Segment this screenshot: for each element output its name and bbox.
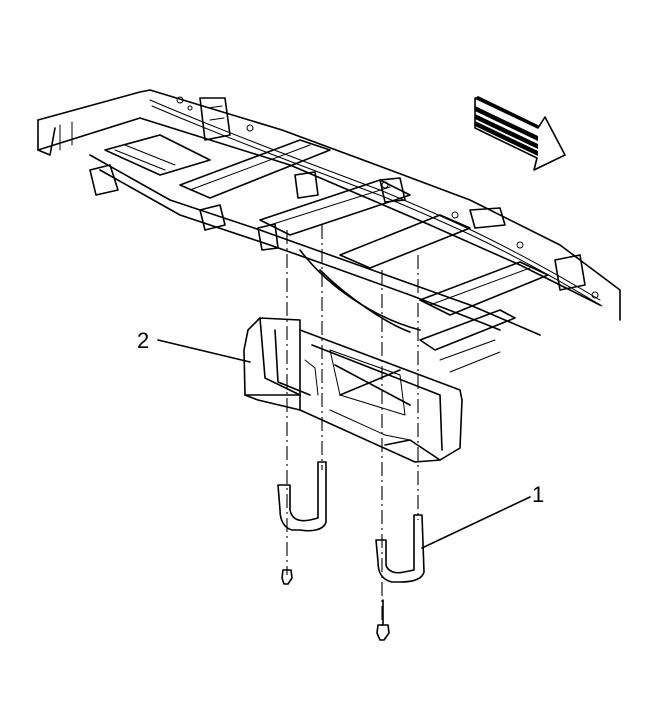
callout-2-label: 2 <box>137 328 149 353</box>
vehicle-frame <box>37 89 621 373</box>
callout-2: 2 <box>137 328 251 363</box>
direction-arrow-icon <box>474 96 566 171</box>
strap-left <box>277 461 327 532</box>
callout-1: 1 <box>421 482 544 549</box>
strap-right <box>375 514 425 583</box>
installation-centerlines <box>286 225 419 630</box>
shield-assembly <box>243 317 463 463</box>
callout-1-label: 1 <box>532 482 544 507</box>
bolt-left <box>281 569 293 585</box>
bolt-right <box>376 599 390 641</box>
